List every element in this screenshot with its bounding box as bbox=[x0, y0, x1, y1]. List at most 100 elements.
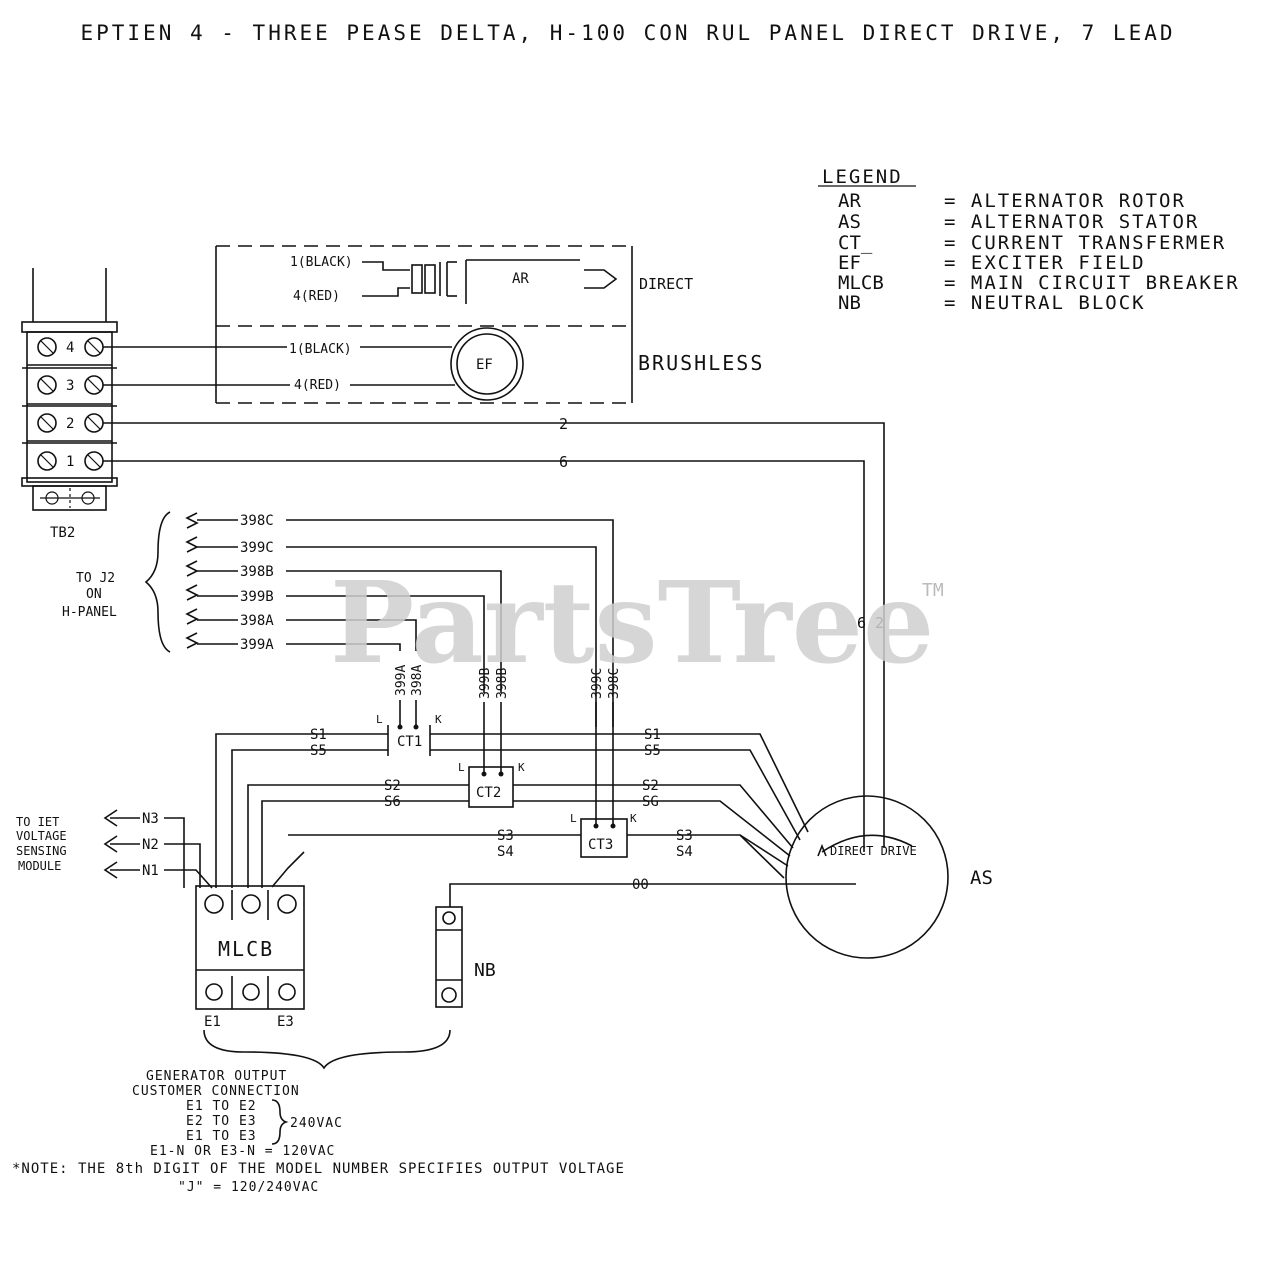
legend-desc-ef: = EXCITER FIELD bbox=[944, 252, 1146, 274]
neutral-block: 00 NB bbox=[435, 877, 856, 1008]
right-sg: SG bbox=[642, 794, 659, 810]
ct1-l: L bbox=[376, 713, 383, 726]
legend-code-ct: CT_ bbox=[838, 232, 873, 254]
left-s1: S1 bbox=[310, 727, 327, 743]
wire-label-00: 00 bbox=[632, 877, 649, 893]
right-s2: S2 bbox=[642, 778, 659, 794]
legend-heading: LEGEND bbox=[822, 166, 903, 188]
exciter-field-outer-icon bbox=[450, 327, 524, 401]
ct3-lead-399c: 399C bbox=[590, 668, 605, 699]
ct1-lead-399a: 399A bbox=[394, 665, 409, 696]
note-model-digit: *NOTE: THE 8th DIGIT OF THE MODEL NUMBER… bbox=[12, 1161, 625, 1177]
legend: LEGEND AR = ALTERNATOR ROTOR AS = ALTERN… bbox=[818, 166, 1238, 314]
brush-left-icon bbox=[411, 264, 423, 294]
brush-right-icon bbox=[424, 264, 436, 294]
ct-wire-398a: 398A bbox=[240, 613, 274, 629]
terminal-icon bbox=[442, 911, 456, 925]
legend-code-ef: EF bbox=[838, 252, 861, 274]
mlcb-label: MLCB bbox=[218, 937, 274, 961]
stator-circle-icon bbox=[785, 795, 949, 959]
ct-wire-399c: 399C bbox=[240, 540, 274, 556]
excitation-box: 1(BLACK) 4(RED) AR DIRECT 1(BLACK) 4(RED… bbox=[215, 245, 762, 404]
screw-icon bbox=[84, 375, 104, 395]
ct2-lead-399b: 399B bbox=[478, 668, 493, 699]
direct-label: DIRECT bbox=[639, 275, 693, 293]
sensing-note-2: VOLTAGE bbox=[16, 829, 67, 843]
wire-label-6: 6 bbox=[559, 453, 568, 471]
hpanel-note-3: H-PANEL bbox=[62, 605, 117, 620]
ct1: L K CT1 bbox=[376, 713, 442, 756]
right-s5: S5 bbox=[644, 743, 661, 759]
right-s4: S4 bbox=[676, 844, 693, 860]
legend-code-as: AS bbox=[838, 211, 861, 233]
tb2-terminal-1: 1 bbox=[66, 454, 74, 470]
neutral-n2: N2 bbox=[142, 837, 159, 853]
neutral-n3: N3 bbox=[142, 811, 159, 827]
note-pair-2: E2 TO E3 bbox=[186, 1114, 257, 1129]
ct3-l: L bbox=[570, 812, 577, 825]
tb2-terminal-4: 4 bbox=[66, 340, 74, 356]
legend-desc-ar: = ALTERNATOR ROTOR bbox=[944, 190, 1186, 212]
as-label: AS bbox=[970, 867, 993, 889]
terminal-icon bbox=[204, 894, 224, 914]
watermark-tm: TM bbox=[922, 580, 944, 601]
wire-label-red-1: 4(RED) bbox=[293, 289, 340, 304]
legend-desc-nb: = NEUTRAL BLOCK bbox=[944, 292, 1146, 314]
left-s6: S6 bbox=[384, 794, 401, 810]
legend-code-nb: NB bbox=[838, 292, 861, 314]
nb-label: NB bbox=[474, 960, 496, 981]
note-output: GENERATOR OUTPUT bbox=[146, 1069, 287, 1084]
terminal-icon bbox=[205, 983, 223, 1001]
note-120vac: E1-N OR E3-N = 120VAC bbox=[150, 1144, 335, 1159]
wire-label-6-2: 6 2 bbox=[857, 614, 884, 632]
sensing-note-4: MODULE bbox=[18, 859, 61, 873]
tb2-label: TB2 bbox=[50, 525, 75, 541]
diagram-title: EPTIEN 4 - THREE PEASE DELTA, H-100 CON … bbox=[80, 21, 1175, 45]
legend-code-mlcb: MLCB bbox=[838, 272, 884, 294]
terminal-icon bbox=[242, 983, 260, 1001]
main-circuit-breaker: MLCB E1 E3 bbox=[195, 851, 305, 1030]
ct2-k: K bbox=[518, 761, 525, 774]
screw-icon bbox=[37, 337, 57, 357]
ct1-lead-398a: 398A bbox=[410, 665, 425, 696]
rotor-arrow-icon bbox=[584, 269, 618, 289]
mlcb-e3: E3 bbox=[277, 1014, 294, 1030]
hpanel-note-2: ON bbox=[86, 587, 102, 602]
screw-icon bbox=[37, 375, 57, 395]
ct-wire-398b: 398B bbox=[240, 564, 274, 580]
terminal-block-tb2: 4 3 2 1 TB2 bbox=[21, 268, 118, 541]
sensing-note-3: SENSING bbox=[16, 844, 67, 858]
wire-label-black-1: 1(BLACK) bbox=[290, 255, 353, 270]
ct2: L K CT2 bbox=[458, 761, 525, 808]
ct2-lead-398b: 398B bbox=[495, 668, 510, 699]
hpanel-connectors: TO J2 ON H-PANEL bbox=[62, 511, 199, 653]
left-s5: S5 bbox=[310, 743, 327, 759]
ct1-k: K bbox=[435, 713, 442, 726]
legend-desc-as: = ALTERNATOR STATOR bbox=[944, 211, 1199, 233]
sensing-note-1: TO IET bbox=[16, 815, 59, 829]
screw-icon bbox=[37, 413, 57, 433]
wire-label-red-2: 4(RED) bbox=[294, 378, 341, 393]
notes: GENERATOR OUTPUT CUSTOMER CONNECTION E1 … bbox=[12, 1069, 625, 1195]
hpanel-note-1: TO J2 bbox=[76, 571, 115, 586]
mlcb-e1: E1 bbox=[204, 1014, 221, 1030]
partstree-watermark: PartsTree bbox=[330, 558, 934, 689]
legend-code-ar: AR bbox=[838, 190, 861, 212]
ct3-label: CT3 bbox=[588, 837, 613, 853]
neutral-n1: N1 bbox=[142, 863, 159, 879]
ct1-label: CT1 bbox=[397, 734, 422, 750]
right-s3: S3 bbox=[676, 828, 693, 844]
right-s1: S1 bbox=[644, 727, 661, 743]
ct3-lead-398c: 398C bbox=[607, 668, 622, 699]
ct3: L K CT3 bbox=[570, 812, 637, 858]
terminal-icon bbox=[241, 894, 261, 914]
ct-wire-399b: 399B bbox=[240, 589, 274, 605]
direct-drive-label: DIRECT DRIVE bbox=[830, 844, 917, 858]
tb2-terminal-3: 3 bbox=[66, 378, 74, 394]
ct-wire-399a: 399A bbox=[240, 637, 274, 653]
tb2-terminal-2: 2 bbox=[66, 416, 74, 432]
ct-wire-398c: 398C bbox=[240, 513, 274, 529]
ct2-label: CT2 bbox=[476, 785, 501, 801]
exciter-field-inner-icon bbox=[456, 333, 518, 395]
